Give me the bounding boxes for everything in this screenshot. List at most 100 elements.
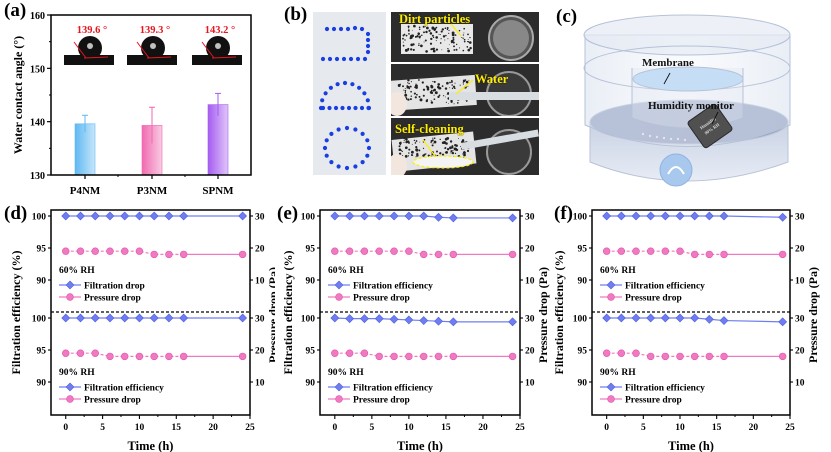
efficiency-marker [631, 211, 641, 221]
efficiency-marker [434, 212, 443, 222]
dirt-particle [430, 37, 433, 41]
panel-label-b: (b) [284, 4, 308, 25]
water-droplet [331, 26, 337, 32]
efficiency-marker [105, 211, 115, 221]
x-tick-label: 20 [749, 423, 759, 433]
dirt-particle [410, 48, 413, 51]
dirt-particle [433, 88, 436, 92]
x-axis-label: Time (h) [668, 439, 714, 452]
pressure-marker [62, 349, 70, 357]
legend-marker-pressure [335, 293, 343, 301]
dirt-particle [450, 152, 452, 154]
dirt-particle [435, 40, 437, 42]
dirt-particle [453, 147, 457, 151]
water-label: Water [475, 72, 509, 86]
dirt-particle [432, 36, 435, 39]
dirt-particle [451, 81, 453, 84]
efficiency-marker [419, 211, 429, 221]
water-droplet [344, 125, 350, 131]
dirt-particle [444, 27, 447, 30]
dirt-particle [400, 150, 403, 152]
panel-label-a: (a) [4, 0, 27, 21]
x-tick-label: 0 [332, 423, 337, 433]
y-tick-label: 150 [30, 64, 45, 75]
dirt-particle [447, 47, 449, 50]
pressure-marker [135, 247, 144, 255]
legend-label: Filtration efficiency [353, 282, 433, 292]
dirt-particle [450, 150, 453, 153]
efficiency-marker [149, 211, 159, 221]
dirt-particle [417, 32, 420, 35]
right-y-tick-label: 20 [525, 245, 535, 255]
legend-label: Filtration efficiency [625, 384, 705, 394]
dirt-particle [415, 148, 419, 152]
dirt-particle [463, 40, 466, 43]
dirt-particle [404, 93, 408, 97]
contact-angle-value: 143.2 ° [205, 25, 235, 36]
pressure-marker [331, 247, 339, 255]
dirt-particle [410, 150, 414, 154]
dirt-particle [422, 88, 426, 91]
x-tick-label: 0 [63, 423, 68, 433]
dirt-particle [453, 103, 455, 105]
dirt-particle [406, 85, 409, 88]
dirt-particle [425, 85, 428, 88]
water-droplet [338, 26, 344, 32]
dirt-particle [408, 152, 410, 154]
dirt-particle [399, 144, 401, 146]
pressure-marker [420, 250, 428, 259]
water-droplet [353, 127, 358, 132]
dirt-particle [430, 91, 434, 95]
water-droplet [334, 56, 340, 62]
dirt-particle [407, 47, 410, 50]
dirt-particle [418, 95, 421, 98]
dirt-particle [452, 150, 454, 152]
membrane-arrow [663, 72, 671, 85]
control-knob [659, 153, 693, 187]
efficiency-marker [76, 313, 85, 323]
dirt-particle [439, 138, 441, 141]
legend-label: Pressure drop [84, 294, 141, 304]
x-tick-label: 5 [641, 423, 646, 433]
water-droplet [365, 43, 371, 49]
dirt-particle [449, 81, 451, 84]
water-droplet [353, 105, 358, 111]
dirt-particle [404, 155, 408, 158]
dirt-particle [429, 32, 433, 35]
x-tick-label: 10 [675, 423, 685, 433]
dirt-particle [415, 86, 418, 89]
pressure-marker [449, 352, 458, 361]
dirt-particle [440, 30, 443, 33]
dirt-particle [409, 98, 412, 101]
x-tick-label: 20 [208, 423, 218, 433]
dirt-particle [429, 42, 433, 45]
panel-label-d: (d) [4, 203, 28, 224]
right-y-tick-label: 30 [525, 213, 535, 223]
dirt-particle [468, 79, 470, 81]
dirt-particle [404, 146, 408, 150]
pressure-marker [106, 247, 114, 255]
dirt-particle [411, 29, 413, 31]
water-droplet [362, 56, 368, 62]
pressure-marker [508, 250, 517, 259]
dirt-particle [439, 42, 442, 44]
water-droplet [352, 25, 358, 31]
efficiency-marker [149, 313, 159, 323]
efficiency-marker [374, 314, 384, 324]
dirt-particle [447, 92, 450, 95]
dirt-particle [463, 38, 466, 41]
dirt-particle [410, 43, 414, 47]
dirt-particle [423, 153, 426, 156]
x-tick-label: 0 [604, 423, 609, 433]
pressure-marker [150, 250, 158, 259]
legend-label: Filtration efficiency [353, 384, 433, 394]
dirt-particle [408, 87, 411, 90]
dirt-particle [407, 49, 410, 51]
left-y-tick-label: 100 [32, 315, 47, 325]
efficiency-marker [61, 313, 71, 323]
water-droplet [324, 138, 329, 143]
x-axis-label: Time (h) [397, 439, 443, 452]
right-y-tick-label: 20 [795, 347, 805, 357]
dirt-particle [421, 81, 424, 84]
dirt-particle [463, 32, 465, 34]
